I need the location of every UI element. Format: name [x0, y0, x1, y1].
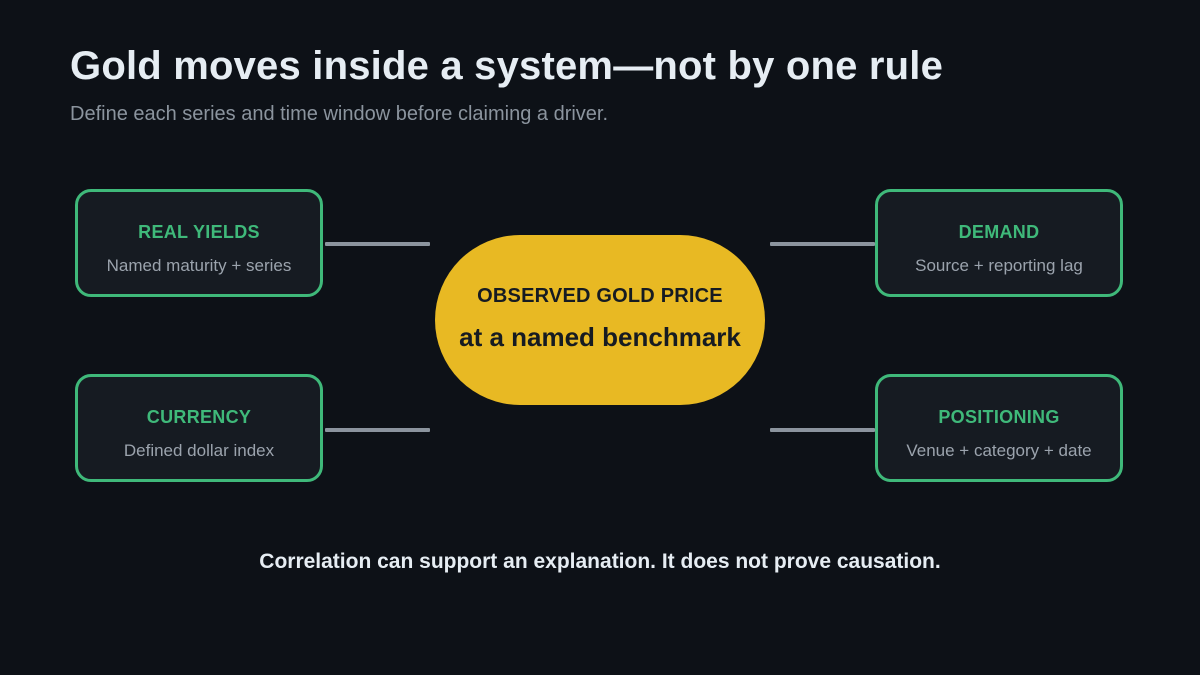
node-currency: CURRENCY Defined dollar index — [75, 374, 323, 482]
center-node-gold-price: OBSERVED GOLD PRICE at a named benchmark — [435, 235, 765, 405]
node-real-yields: REAL YIELDS Named maturity + series — [75, 189, 323, 297]
page-title: Gold moves inside a system—not by one ru… — [70, 44, 944, 88]
footnote: Correlation can support an explanation. … — [259, 550, 941, 573]
node-label: CURRENCY — [146, 407, 252, 427]
node-label: REAL YIELDS — [138, 222, 260, 242]
connector-currency — [325, 428, 430, 432]
node-label: DEMAND — [958, 222, 1040, 242]
center-title: OBSERVED GOLD PRICE — [477, 285, 723, 307]
node-description: Venue + category + date — [906, 441, 1092, 460]
node-positioning: POSITIONING Venue + category + date — [875, 374, 1123, 482]
page-subtitle: Define each series and time window befor… — [70, 103, 609, 125]
connector-positioning — [770, 428, 875, 432]
center-subtitle: at a named benchmark — [459, 322, 741, 352]
node-description: Named maturity + series — [106, 256, 292, 275]
connector-demand — [770, 242, 875, 246]
node-description: Defined dollar index — [123, 441, 275, 460]
node-demand: DEMAND Source + reporting lag — [875, 189, 1123, 297]
node-description: Source + reporting lag — [915, 256, 1083, 275]
connector-real-yields — [325, 242, 430, 246]
node-label: POSITIONING — [938, 407, 1060, 427]
